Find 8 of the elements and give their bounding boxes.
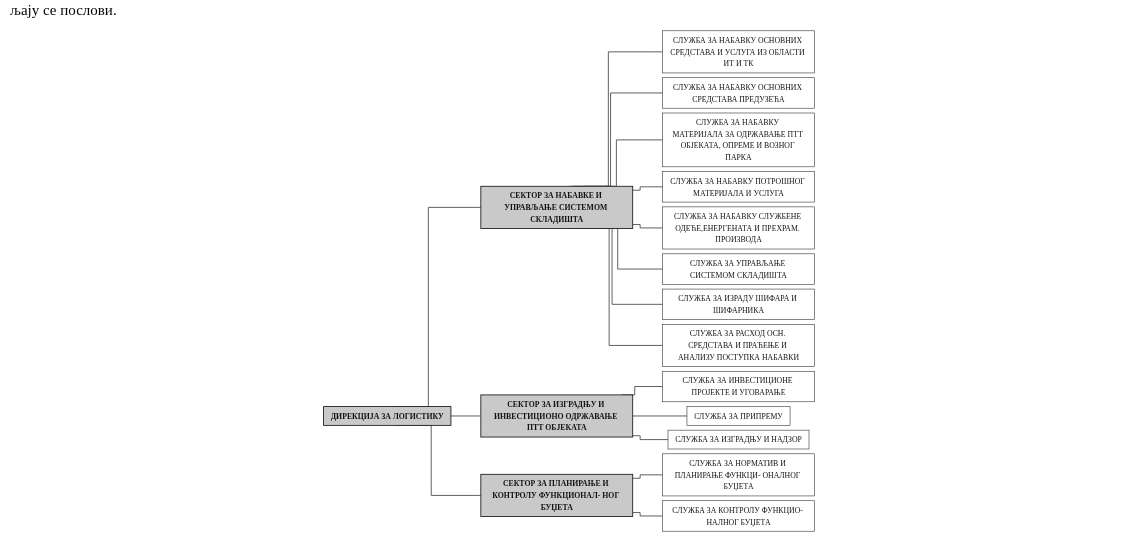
connector — [632, 474, 663, 479]
connector — [632, 415, 688, 417]
connector — [632, 186, 663, 191]
note-text: љају се послови. — [10, 2, 117, 18]
connector — [632, 512, 663, 517]
connector — [632, 224, 663, 229]
connector — [450, 415, 482, 417]
connector — [632, 435, 669, 440]
